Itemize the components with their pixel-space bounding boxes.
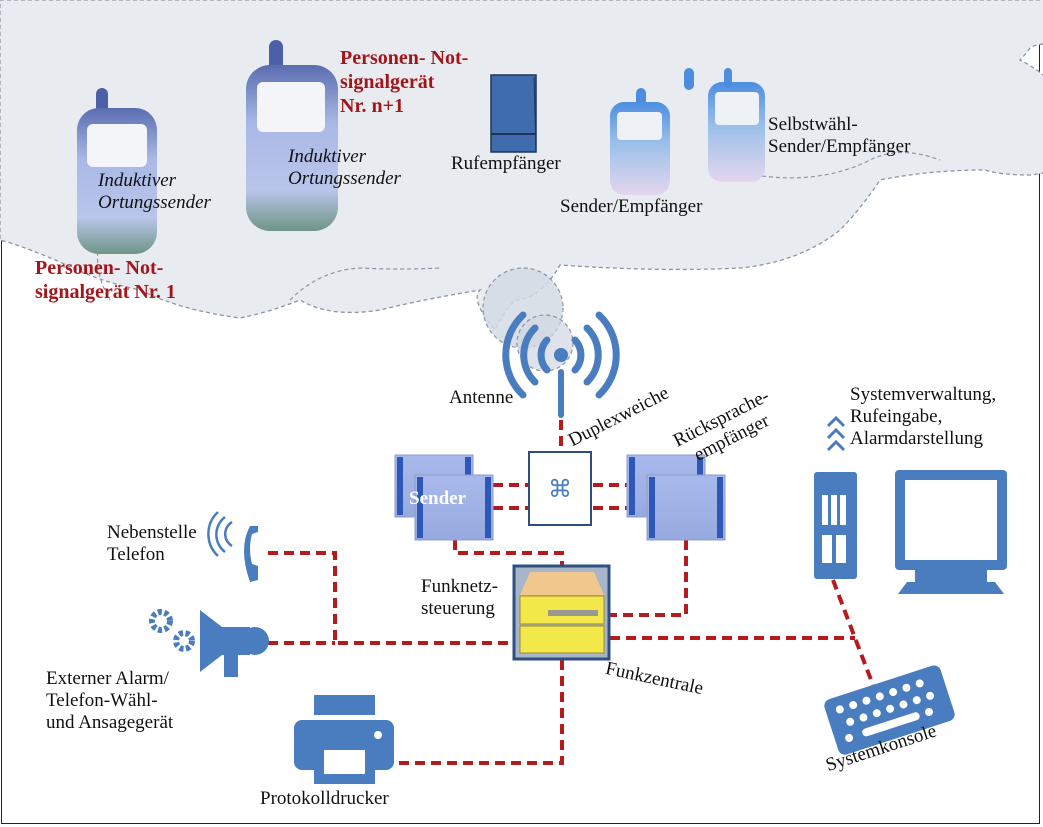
label-line: Alarmdarstellung [850, 428, 983, 449]
label-line: Nebenstelle [107, 522, 197, 543]
selfdial-label: Selbstwähl- Sender/Empfänger [768, 114, 910, 158]
control-label: Funknetz- steuerung [421, 576, 498, 620]
pager-label: Rufempfänger [451, 153, 561, 174]
transmitter-label: Sender [409, 488, 466, 509]
label-line: Systemverwaltung, [850, 384, 997, 405]
antenna-icon [502, 311, 620, 418]
alarm-label: Externer Alarm/ Telefon-Wähl- und Ansage… [46, 668, 173, 734]
title-line: signalgerät Nr. 1 [35, 281, 176, 303]
antenna-label: Antenne [449, 387, 514, 408]
selfdial-transceiver-icon [684, 68, 765, 182]
title-line: signalgerät [340, 71, 435, 93]
label-line: Telefon [107, 544, 165, 565]
monitor-icon [895, 470, 1007, 594]
transmitter-icon [394, 454, 494, 541]
connection-admin-console [831, 579, 875, 686]
device-n1-caption: Induktiver Ortungssender [288, 146, 401, 190]
connections [268, 420, 875, 765]
caption-line: Induktiver [98, 170, 177, 191]
connection-central-printer [380, 660, 564, 765]
svg-text:⌘: ⌘ [548, 475, 572, 503]
printer-icon [294, 695, 394, 784]
title-line: Personen- Not- [340, 47, 469, 69]
keyboard-icon [824, 665, 955, 755]
label-line: Funknetz- [421, 576, 499, 597]
connection-phone-central [268, 551, 513, 645]
admin-label: Systemverwaltung, Rufeingabe, Alarmdarst… [850, 384, 996, 450]
label-line: Externer Alarm/ [46, 668, 169, 689]
device-1-title: Personen- Not- signalgerät Nr. 1 [35, 256, 176, 304]
label-line: steuerung [421, 598, 495, 619]
label-line: Telefon-Wähl- [46, 690, 158, 711]
alarm-megaphone-icon [149, 609, 269, 677]
receiver-icon [626, 454, 726, 541]
device-n1-title: Personen- Not- signalgerät Nr. n+1 [340, 46, 468, 118]
telephone-icon [207, 511, 258, 582]
title-line: Nr. n+1 [340, 95, 405, 117]
device-1-caption: Induktiver Ortungssender [98, 170, 211, 214]
phone-label: Nebenstelle Telefon [107, 522, 197, 566]
connection-sender-control [453, 540, 564, 565]
cloud-seam [754, 151, 941, 179]
label-line: und Ansagegerät [46, 712, 174, 733]
label-line: Sender/Empfänger [768, 136, 911, 157]
label-line: Selbstwähl- [768, 114, 858, 135]
duplexer-icon: ⌘ [528, 451, 592, 526]
cloud-seam [289, 267, 441, 301]
mobile-phone-icon [77, 88, 157, 254]
cloud-seam [96, 237, 111, 301]
caption-line: Ortungssender [288, 168, 401, 189]
connection-receiver-control [610, 540, 688, 617]
caption-line: Induktiver [288, 146, 367, 167]
caption-line: Ortungssender [98, 192, 211, 213]
title-line: Personen- Not- [35, 257, 164, 279]
pager-icon [490, 74, 537, 153]
transceiver-icon [610, 88, 670, 195]
mobile-phone-icon [246, 40, 338, 231]
transceiver-label: Sender/Empfänger [560, 196, 703, 217]
label-line: Rufeingabe, [850, 406, 943, 427]
printer-label: Protokolldrucker [260, 788, 389, 809]
radio-central-icon [512, 564, 611, 661]
server-icon [814, 415, 857, 579]
